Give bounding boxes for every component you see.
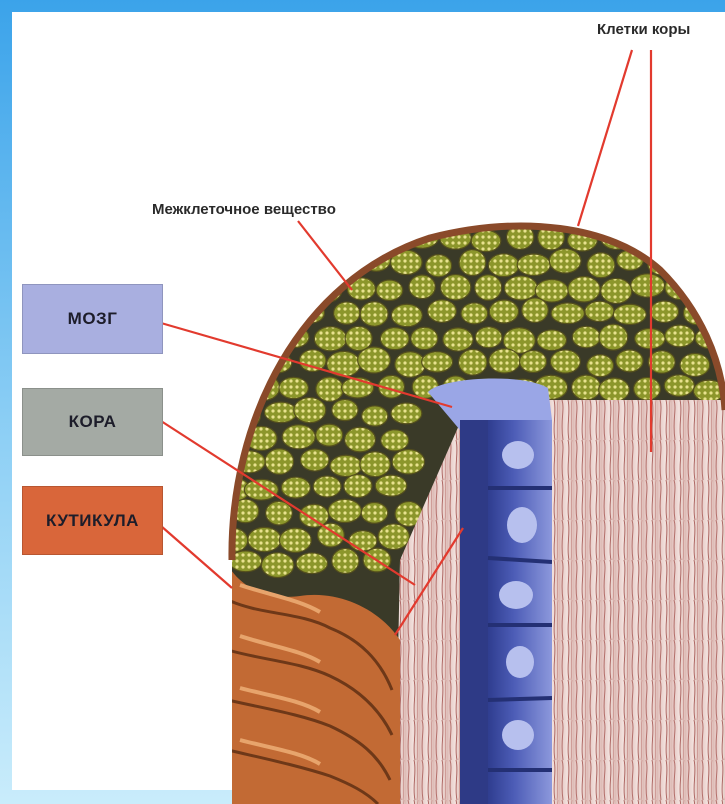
cortex-cell [313,476,341,497]
cortex-cell [488,254,519,277]
cortex-cell [572,326,600,347]
cortex-cell [378,524,409,550]
label-cortex: КОРА [22,388,163,456]
cortex-cell [294,397,326,422]
cortex-cell [334,302,360,324]
cortex-cell [680,353,710,376]
cortex-cell [360,452,390,477]
cortex-cell [281,477,310,498]
cortex-cell [266,501,293,525]
cortex-cell [381,430,409,451]
cortex-cell [665,325,695,347]
cortex-cell [330,455,362,476]
cortex-cell [409,275,435,299]
cortex-cell [279,528,311,552]
cortex-cell [475,275,502,300]
cortex-cell [344,475,372,498]
cortex-cell [316,424,343,446]
cortex-cell [551,303,584,324]
cortex-cell [391,304,422,326]
cortex-cell [264,402,297,423]
cortex-cell [587,253,615,278]
cortex-cell [522,298,548,322]
cortex-cell [504,276,537,300]
cortex-cell [345,326,372,350]
cortex-cell [332,399,358,420]
cortex-cell [300,449,329,471]
label-cuticle: КУТИКУЛА [22,486,163,555]
cortex-cell [299,504,328,527]
cortex-cell [489,300,518,323]
cortex-cell [537,330,567,351]
cortex-cell [461,303,488,324]
cortex-cell [317,523,344,547]
cortex-cell [345,427,376,452]
cortex-cell [616,350,643,372]
cortex-cell [244,479,278,500]
cortex-cell [261,553,293,578]
cortex-cell [395,352,426,377]
cortex-cell [392,450,424,475]
cortex-cell [265,449,293,475]
cortex-cell [248,527,281,551]
cortex-cell [599,324,628,350]
cortex-cell [459,250,486,276]
cortex-cell [375,475,406,496]
cortex-cell [411,327,438,349]
label-medulla: МОЗГ [22,284,163,354]
cortex-cell [440,275,470,300]
cortex-cell [376,280,403,300]
label-intercellular-substance: Межклеточное вещество [152,201,336,218]
cortex-cell [362,406,388,426]
cortex-cell [549,249,581,273]
cortex-cell [550,350,580,373]
cortex-cell [380,328,409,350]
cortex-cell [475,327,502,348]
cortex-fibers-right [552,410,725,804]
cortex-cell [601,278,632,303]
cortex-cell [572,375,601,400]
cortex-cell [349,531,377,551]
cortex-cell [426,255,452,277]
cortex-cell [587,355,614,377]
cortex-cell [296,553,327,574]
cortex-cell [520,350,547,372]
cortex-cell [422,352,453,372]
cortex-cell [332,549,359,574]
cortex-cell [599,378,630,402]
cortex-cell [631,274,665,297]
cortex-cell [360,302,388,326]
label-cortex-cells: Клетки коры [597,21,690,38]
cortex-cell [299,350,326,372]
cortex-cell [634,377,661,400]
cortex-cell [361,503,388,524]
cortex-cell [443,328,473,351]
cortex-cell [648,351,675,373]
cortex-cell [489,349,520,373]
cortex-cell [391,403,422,424]
cortex-cell [650,301,679,322]
cortex-cell [358,347,391,373]
cortex-cell [282,425,315,449]
cortex-cell [279,377,308,398]
cortex-cell [314,327,346,351]
cortex-cell [428,300,457,323]
cortex-cell [459,349,487,375]
cortex-cell [471,230,501,251]
cortex-cell [517,254,550,276]
cortex-cell [328,499,361,522]
cortex-cell [316,377,344,401]
cortex-cell [568,276,600,301]
cortex-cell [585,301,614,321]
cortex-cell [613,304,646,324]
cortex-cell [635,329,665,349]
cortex-cell [664,375,694,396]
medulla-side [460,420,490,804]
